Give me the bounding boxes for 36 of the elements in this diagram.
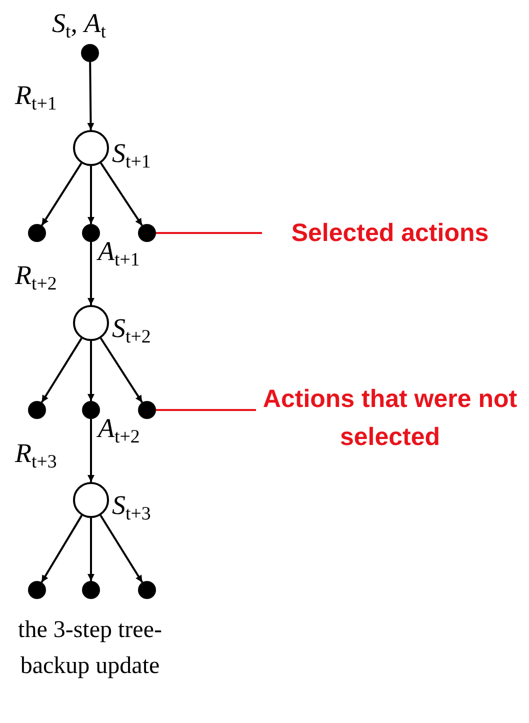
- dot: [82, 581, 100, 599]
- arrow: [40, 338, 82, 403]
- math-label: A$_{t+2}$: [98, 415, 140, 448]
- arrow: [88, 518, 94, 581]
- annotation-text: Selected actions: [291, 219, 489, 247]
- arrow: [40, 514, 83, 583]
- state-circle: [73, 482, 109, 518]
- dot: [28, 224, 46, 242]
- math-label: S$_{t+1}$: [112, 140, 151, 173]
- dot: [82, 224, 100, 242]
- state-circle: [73, 305, 109, 341]
- state-circle: [73, 130, 109, 166]
- math-label: S$_{t}$, A$_{t}$: [52, 10, 106, 43]
- arrow: [88, 242, 94, 305]
- dot: [138, 224, 156, 242]
- math-label: S$_{t+3}$: [112, 492, 151, 525]
- arrow: [87, 62, 94, 130]
- dot: [82, 401, 100, 419]
- arrow: [88, 166, 94, 224]
- math-label: A$_{t+1}$: [98, 238, 140, 271]
- arrow: [88, 341, 94, 401]
- caption: the 3-step tree-backup update: [17, 616, 163, 681]
- arrow: [88, 419, 94, 482]
- dot: [138, 401, 156, 419]
- arrow: [100, 514, 144, 583]
- arrow: [40, 162, 82, 226]
- math-label: S$_{t+2}$: [112, 315, 151, 348]
- dot: [81, 44, 99, 62]
- annotation-text: Actions that were not selected: [262, 385, 518, 451]
- dot: [28, 581, 46, 599]
- arrow: [100, 338, 143, 403]
- arrow: [100, 162, 143, 226]
- dot: [28, 401, 46, 419]
- leader-line: [156, 232, 262, 234]
- dot: [138, 581, 156, 599]
- leader-line: [156, 409, 256, 411]
